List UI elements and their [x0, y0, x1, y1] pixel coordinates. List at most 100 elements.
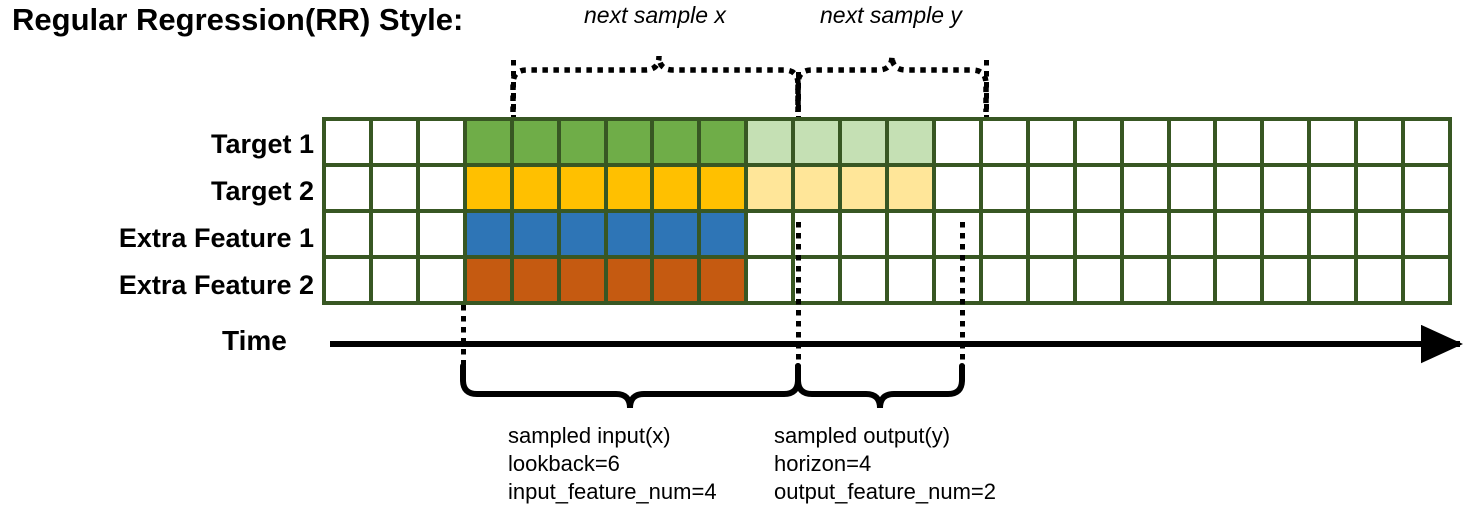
grid-cell-empty — [889, 213, 932, 255]
grid-cell-input — [607, 259, 651, 301]
grid-cell-input — [513, 167, 557, 209]
grid-cell-empty — [326, 259, 369, 301]
grid-cell-empty — [935, 213, 979, 255]
timeline-grid — [322, 117, 1452, 305]
grid-cell-empty — [372, 167, 416, 209]
grid-cell-input — [466, 259, 510, 301]
grid-cell-empty — [1311, 259, 1355, 301]
grid-cell-empty — [982, 121, 1026, 163]
grid-cell-empty — [1405, 259, 1448, 301]
grid-cell-empty — [935, 259, 979, 301]
grid-cell-empty — [1029, 121, 1073, 163]
grid-cell-empty — [1264, 121, 1308, 163]
grid-cell-empty — [1170, 121, 1214, 163]
grid-cell-input — [607, 213, 651, 255]
grid-cell-empty — [419, 213, 463, 255]
grid-cell-empty — [1123, 167, 1167, 209]
grid-cell-input — [560, 167, 604, 209]
grid-cell-input — [513, 259, 557, 301]
top-brace-label-y: next sample y — [820, 2, 962, 28]
caption-output-line-3: output_feature_num=2 — [774, 479, 997, 504]
top-brace-x — [510, 55, 801, 112]
grid-cell-input — [466, 121, 510, 163]
grid-cell-empty — [1358, 167, 1402, 209]
top-brace-y — [795, 55, 989, 112]
dotted-guide-split-lower — [796, 222, 801, 367]
grid-cell-input — [513, 121, 557, 163]
grid-cell-empty — [1358, 121, 1402, 163]
grid-cell-empty — [1076, 213, 1120, 255]
grid-cell-input — [701, 213, 745, 255]
dotted-guide-input-start-lower — [461, 305, 466, 367]
grid-cell-output — [889, 167, 932, 209]
grid-cell-empty — [1170, 259, 1214, 301]
grid-cell-input — [607, 167, 651, 209]
grid-cell-empty — [1405, 121, 1448, 163]
row-label-target-1: Target 1 — [210, 129, 314, 159]
grid-cell-empty — [1076, 259, 1120, 301]
grid-cell-empty — [795, 259, 839, 301]
grid-cell-empty — [982, 259, 1026, 301]
bottom-brace-output — [795, 363, 965, 409]
grid-cell-empty — [795, 213, 839, 255]
grid-cell-empty — [419, 121, 463, 163]
grid-cell-empty — [842, 259, 885, 301]
row-label-column: Target 1 Target 2 Extra Feature 1 Extra … — [8, 117, 314, 305]
grid-cell-input — [560, 259, 604, 301]
grid-cell-input — [513, 213, 557, 255]
row-label-target-2: Target 2 — [210, 176, 314, 206]
grid-cell-input — [654, 259, 698, 301]
grid-cell-empty — [372, 259, 416, 301]
grid-cell-input — [466, 213, 510, 255]
time-axis-label: Time — [222, 325, 287, 356]
grid-cell-empty — [1358, 213, 1402, 255]
grid-cell-empty — [419, 167, 463, 209]
grid-cell-empty — [889, 259, 932, 301]
caption-output-line-2: horizon=4 — [774, 451, 872, 476]
grid-cell-empty — [1264, 213, 1308, 255]
grid-cell-empty — [748, 259, 792, 301]
grid-cell-empty — [1405, 213, 1448, 255]
grid-cell-empty — [1029, 167, 1073, 209]
grid-cell-input — [654, 121, 698, 163]
grid-cell-empty — [1123, 259, 1167, 301]
grid-cell-input — [654, 167, 698, 209]
grid-cell-empty — [1123, 121, 1167, 163]
grid-cell-empty — [1076, 167, 1120, 209]
grid-cell-input — [701, 167, 745, 209]
grid-cell-empty — [326, 213, 369, 255]
bottom-brace-caption-output: sampled output(y) horizon=4 output_featu… — [774, 422, 996, 506]
grid-cell-input — [607, 121, 651, 163]
grid-cell-output — [889, 121, 932, 163]
grid-cell-input — [654, 213, 698, 255]
caption-output-line-1: sampled output(y) — [774, 423, 951, 448]
grid-cell-empty — [326, 167, 369, 209]
grid-cell-empty — [419, 259, 463, 301]
grid-cell-input — [560, 121, 604, 163]
dotted-guide-output-end-lower — [960, 222, 965, 367]
grid-cell-output — [795, 121, 839, 163]
dotted-guide-split — [796, 72, 801, 117]
bottom-brace-caption-input: sampled input(x) lookback=6 input_featur… — [508, 422, 717, 506]
grid-cell-empty — [1264, 167, 1308, 209]
grid-cell-empty — [326, 121, 369, 163]
grid-cell-output — [748, 121, 792, 163]
bottom-brace-input — [460, 363, 801, 409]
grid-cell-empty — [748, 213, 792, 255]
grid-cell-empty — [1311, 121, 1355, 163]
grid-cell-empty — [1405, 167, 1448, 209]
grid-cell-empty — [982, 213, 1026, 255]
caption-input-line-1: sampled input(x) — [508, 423, 671, 448]
grid-cell-empty — [1358, 259, 1402, 301]
caption-input-line-3: input_feature_num=4 — [508, 479, 717, 504]
grid-cell-empty — [1311, 213, 1355, 255]
grid-cell-empty — [935, 167, 979, 209]
grid-cell-empty — [1076, 121, 1120, 163]
grid-cell-empty — [935, 121, 979, 163]
row-label-extra-feature-2: Extra Feature 2 — [118, 270, 314, 300]
grid-cell-empty — [1217, 259, 1261, 301]
grid-cell-output — [748, 167, 792, 209]
grid-cell-empty — [982, 167, 1026, 209]
top-brace-label-x: next sample x — [584, 2, 726, 28]
grid-cell-input — [560, 213, 604, 255]
